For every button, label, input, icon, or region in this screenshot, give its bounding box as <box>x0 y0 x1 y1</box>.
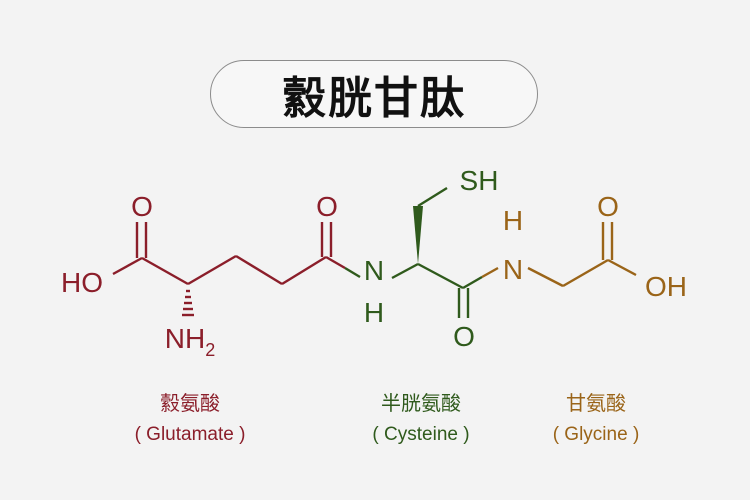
page-title: 縠胱甘肽 <box>282 73 466 124</box>
glutamate-residue <box>112 222 333 317</box>
cys-o-label: O <box>453 321 475 352</box>
cysteine-name-en: ( Cysteine ) <box>372 424 469 445</box>
gly-hydroxyl-bond <box>607 258 637 277</box>
glu-amide-n-bond-red <box>325 255 346 270</box>
cys-cb-s-bond <box>417 186 448 208</box>
cys-gly-bond-green <box>462 275 483 290</box>
gly-n-label: N <box>503 254 523 285</box>
glutamate-labels: O HO NH2 O <box>61 191 338 360</box>
cysteine-labels: N H SH O <box>364 165 499 352</box>
gly-hydroxyl-label: OH <box>645 271 687 302</box>
residue-name-glycine: 甘氨酸 ( Glycine ) <box>553 391 640 445</box>
cysteine-name-cn: 半胱氨酸 <box>381 391 461 415</box>
residue-name-glutamate: 縠氨酸 ( Glutamate ) <box>135 391 246 445</box>
cysteine-residue <box>391 186 470 318</box>
cys-calpha-c-bond <box>417 262 464 290</box>
cys-n-label: N <box>364 255 384 286</box>
glycine-labels: H N O OH <box>503 191 687 302</box>
cys-solid-wedge <box>413 206 423 264</box>
gly-ca-c-bond <box>562 258 609 288</box>
glu-amide-n-bond-green <box>344 266 361 279</box>
glu-hashed-wedge <box>182 289 194 317</box>
cys-n-calpha-bond <box>391 262 419 280</box>
glu-carbonyl-o-label: O <box>131 191 153 222</box>
glycine-name-cn: 甘氨酸 <box>566 391 626 415</box>
glu-amide-o-label: O <box>316 191 338 222</box>
gly-n-ca-bond <box>527 266 564 288</box>
residue-name-cysteine: 半胱氨酸 ( Cysteine ) <box>372 391 469 445</box>
glu-amine-label: NH2 <box>165 323 215 360</box>
cys-gly-bond-brown <box>481 266 499 279</box>
glu-cb-cg-bond <box>235 254 283 286</box>
glutamate-name-cn: 縠氨酸 <box>160 391 220 415</box>
gly-nh-label: H <box>503 205 523 236</box>
glu-cg-cd-bond <box>281 255 327 286</box>
glu-calpha-cb-bond <box>187 254 237 286</box>
glu-c1-calpha-bond <box>141 256 189 286</box>
title-pill: 縠胱甘肽 <box>210 60 538 128</box>
glu-hydroxyl-bond <box>112 256 143 276</box>
glycine-name-en: ( Glycine ) <box>553 424 640 445</box>
glycine-residue <box>527 222 637 288</box>
cys-sh-label: SH <box>460 165 499 196</box>
gly-carbonyl-o-label: O <box>597 191 619 222</box>
cys-nh-label: H <box>364 297 384 328</box>
glu-hydroxyl-label: HO <box>61 267 103 298</box>
glutamate-name-en: ( Glutamate ) <box>135 424 246 445</box>
